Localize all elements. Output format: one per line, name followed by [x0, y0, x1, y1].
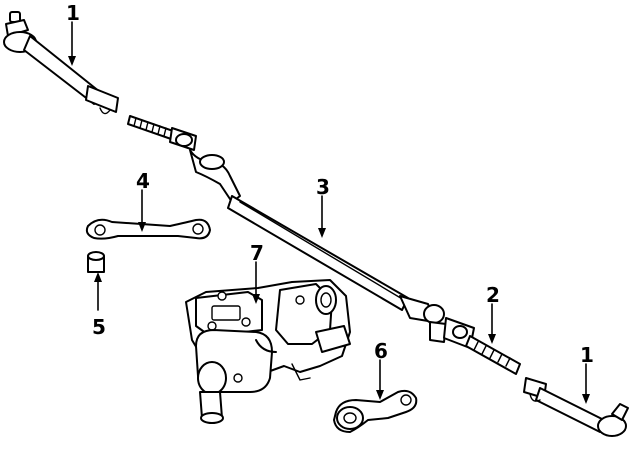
callout-leaders: [68, 21, 590, 404]
callout-1-right: 1: [580, 343, 594, 367]
callout-5: 5: [92, 315, 106, 339]
center-link: [189, 149, 447, 343]
tie-rod-end-left: [3, 11, 119, 115]
adjuster-shaft-upper: [127, 115, 197, 151]
callout-6: 6: [374, 339, 388, 363]
callout-2: 2: [486, 283, 500, 307]
callout-7: 7: [250, 241, 264, 265]
pitman-arm: [333, 389, 418, 433]
callout-3: 3: [316, 175, 330, 199]
bushing: [87, 251, 105, 273]
tie-rod-end-right: [523, 377, 629, 437]
callout-4: 4: [136, 169, 150, 193]
idler-arm: [85, 218, 211, 240]
callout-1-left: 1: [66, 1, 80, 25]
adjuster-sleeve: [443, 317, 521, 375]
steering-gear: [185, 279, 351, 424]
